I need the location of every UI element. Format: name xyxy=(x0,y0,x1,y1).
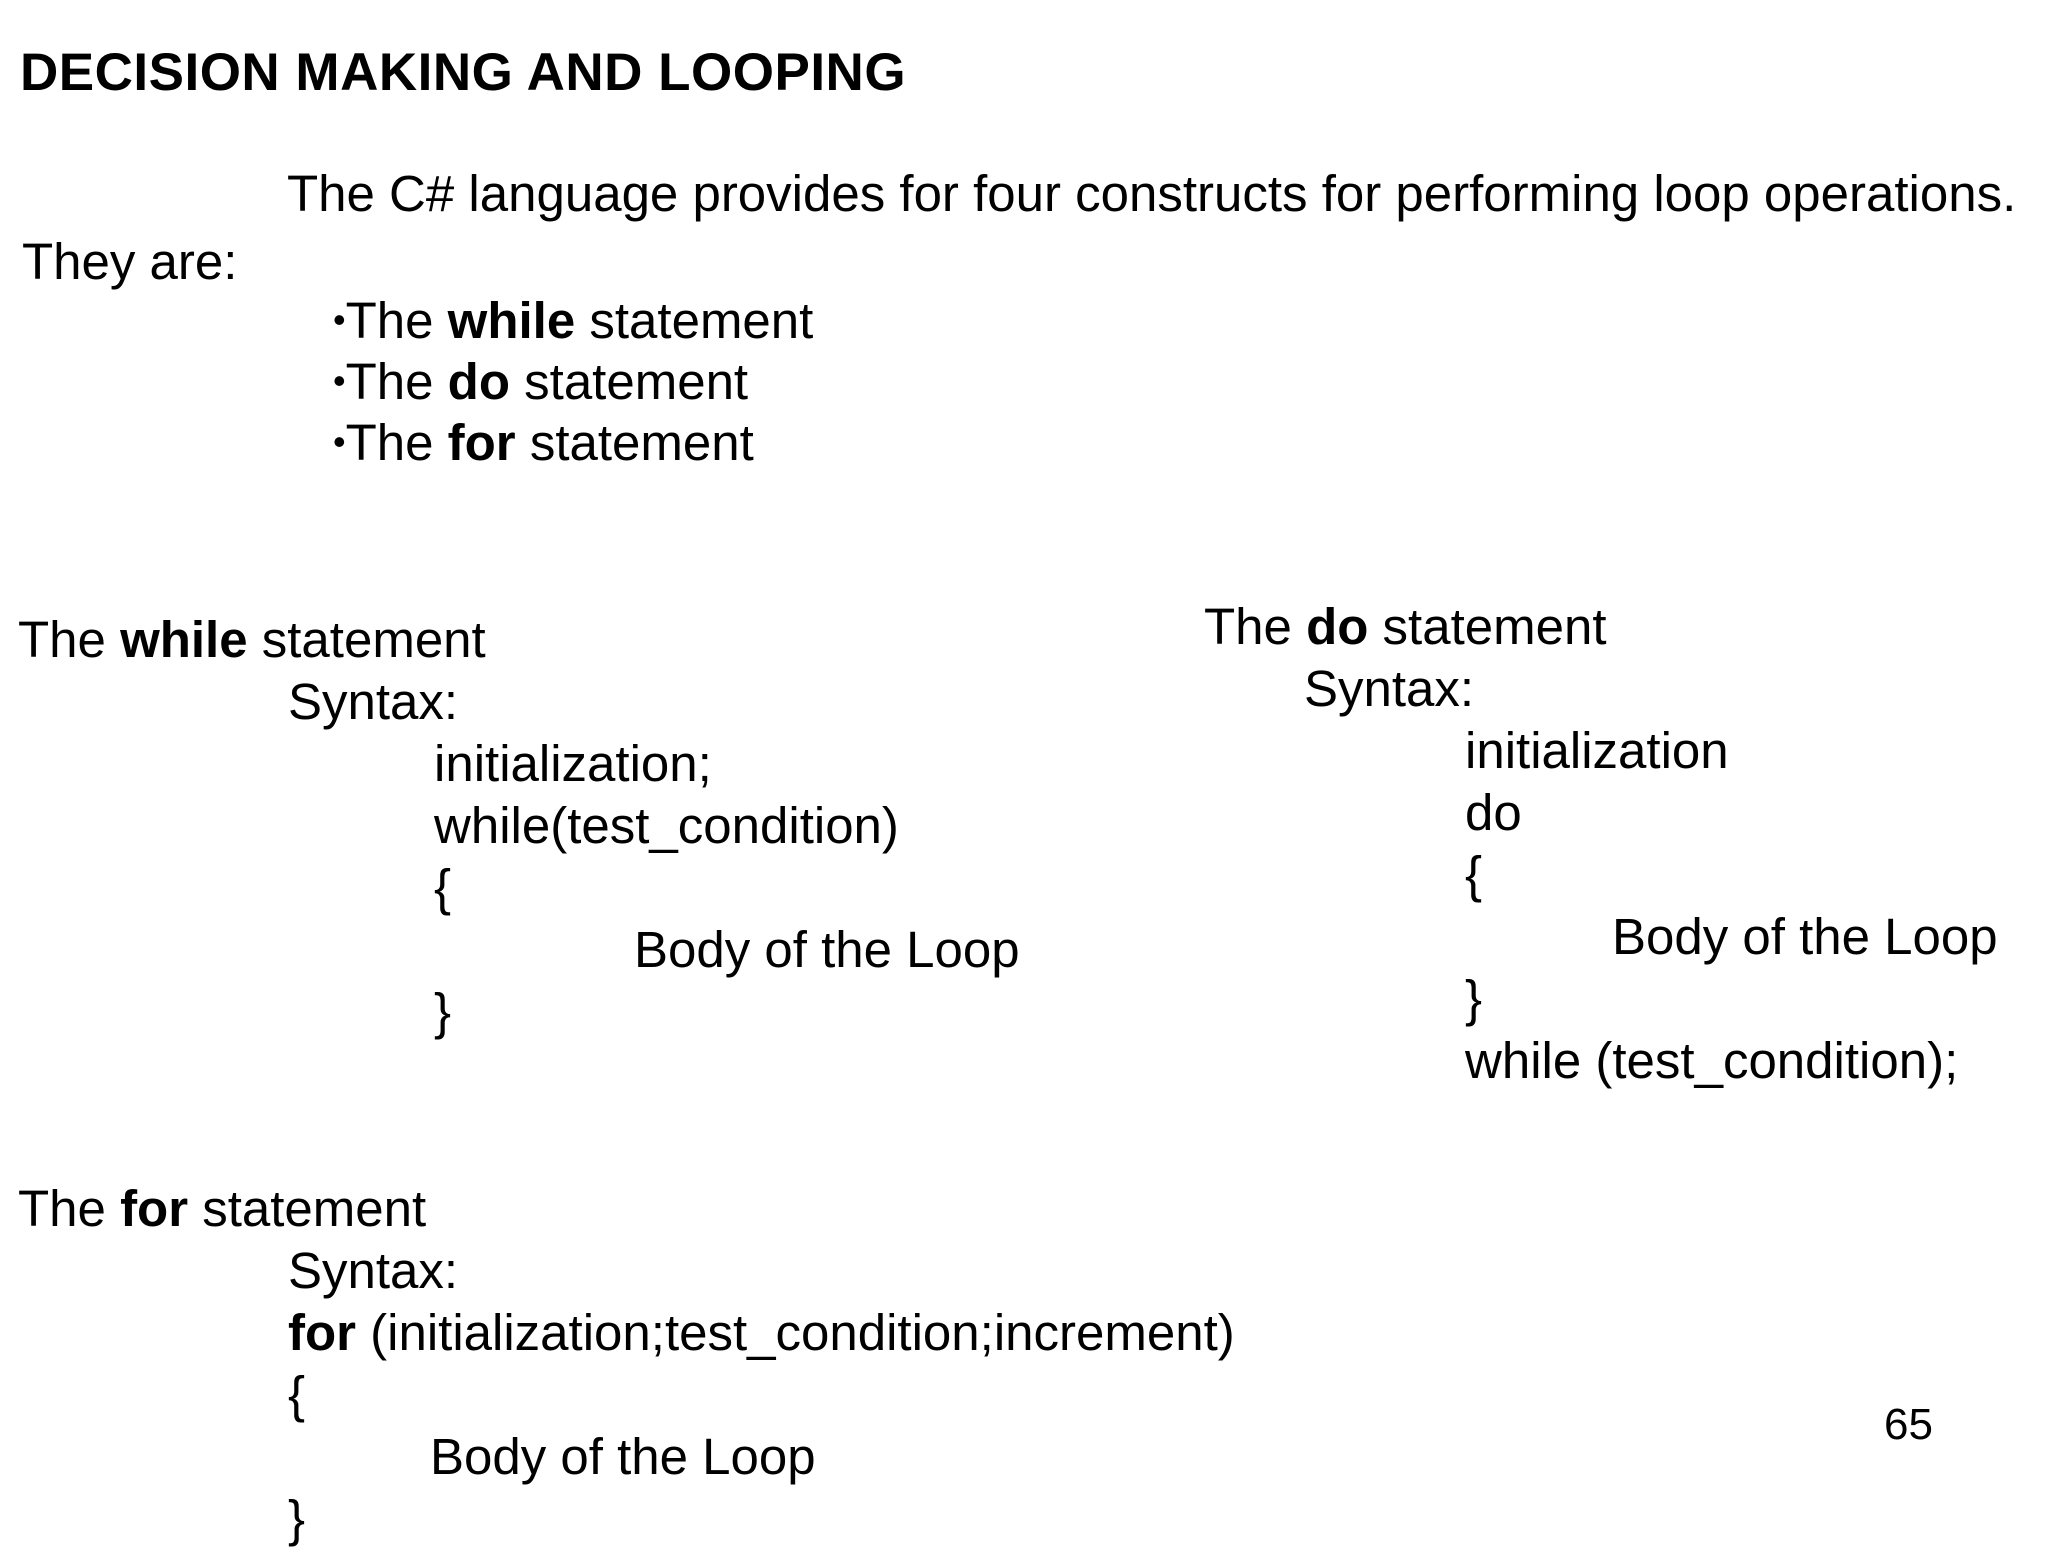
do-syntax-label: Syntax: xyxy=(1304,660,1475,717)
bullet-keyword: do xyxy=(447,353,510,410)
heading-pre: The xyxy=(18,1180,121,1237)
heading-pre: The xyxy=(1204,598,1307,655)
bullet-item-while: •The while statement xyxy=(333,289,813,352)
bullet-post: statement xyxy=(515,414,754,471)
bullet-pre: The xyxy=(345,353,448,410)
page-number: 65 xyxy=(1884,1400,1933,1449)
do-code-do: do xyxy=(1465,784,1522,841)
heading-pre: The xyxy=(18,611,121,668)
bullet-item-do: •The do statement xyxy=(333,350,748,413)
heading-keyword: while xyxy=(120,611,248,668)
for-syntax-label: Syntax: xyxy=(288,1242,459,1299)
for-open-brace: { xyxy=(288,1366,306,1423)
bullet-keyword: for xyxy=(447,414,516,471)
do-body-of-loop: Body of the Loop xyxy=(1612,908,1998,965)
bullet-pre: The xyxy=(345,292,448,349)
do-open-brace: { xyxy=(1465,846,1483,903)
bullet-pre: The xyxy=(345,414,448,471)
bullet-icon: • xyxy=(333,299,346,340)
for-params: (initialization;test_condition;increment… xyxy=(355,1304,1235,1361)
bullet-post: statement xyxy=(509,353,749,410)
heading-post: statement xyxy=(247,611,486,668)
heading-post: statement xyxy=(188,1180,427,1237)
bullet-icon: • xyxy=(333,360,346,401)
intro-they-are: They are: xyxy=(22,233,238,290)
do-section-heading: The do statement xyxy=(1204,596,1607,658)
do-code-while-condition: while (test_condition); xyxy=(1465,1032,1959,1089)
bullet-item-for: •The for statement xyxy=(333,411,754,474)
do-code-init: initialization xyxy=(1465,722,1729,779)
while-section-heading: The while statement xyxy=(18,609,486,671)
for-body-of-loop: Body of the Loop xyxy=(430,1428,816,1485)
heading-post: statement xyxy=(1368,598,1607,655)
intro-sentence: The C# language provides for four constr… xyxy=(287,165,2017,222)
slide-title: DECISION MAKING AND LOOPING xyxy=(20,43,907,102)
do-close-brace: } xyxy=(1465,970,1483,1027)
while-open-brace: { xyxy=(434,859,452,916)
for-close-brace: } xyxy=(288,1490,306,1547)
bullet-icon: • xyxy=(333,421,346,462)
heading-keyword: do xyxy=(1306,598,1369,655)
bullet-post: statement xyxy=(575,292,814,349)
for-section-heading: The for statement xyxy=(18,1178,426,1240)
while-code-condition: while(test_condition) xyxy=(434,797,899,854)
for-keyword: for xyxy=(288,1304,356,1361)
while-close-brace: } xyxy=(434,983,452,1040)
while-code-init: initialization; xyxy=(434,735,712,792)
heading-keyword: for xyxy=(120,1180,189,1237)
while-syntax-label: Syntax: xyxy=(288,673,459,730)
for-code-header: for (initialization;test_condition;incre… xyxy=(288,1302,1235,1364)
bullet-keyword: while xyxy=(447,292,576,349)
while-body-of-loop: Body of the Loop xyxy=(634,921,1020,978)
